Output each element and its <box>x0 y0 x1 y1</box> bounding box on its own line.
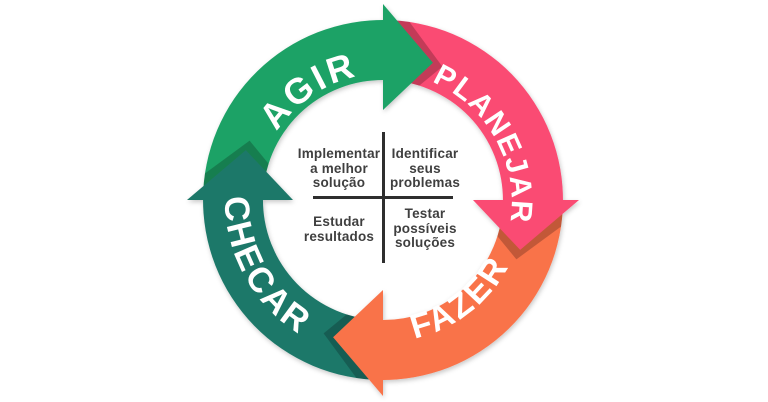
fazer-arrowhead-icon <box>333 290 383 396</box>
note-checar: Estudar resultados <box>303 214 375 244</box>
checar-arrowhead-icon <box>187 150 293 200</box>
note-fazer: Testar possíveis soluções <box>393 206 457 250</box>
agir-arrowhead-icon <box>383 4 433 110</box>
note-planejar: Identificar seus problemas <box>389 146 461 190</box>
note-agir: Implementar a melhor solução <box>297 146 381 190</box>
planejar-arrowhead-icon <box>473 200 579 250</box>
